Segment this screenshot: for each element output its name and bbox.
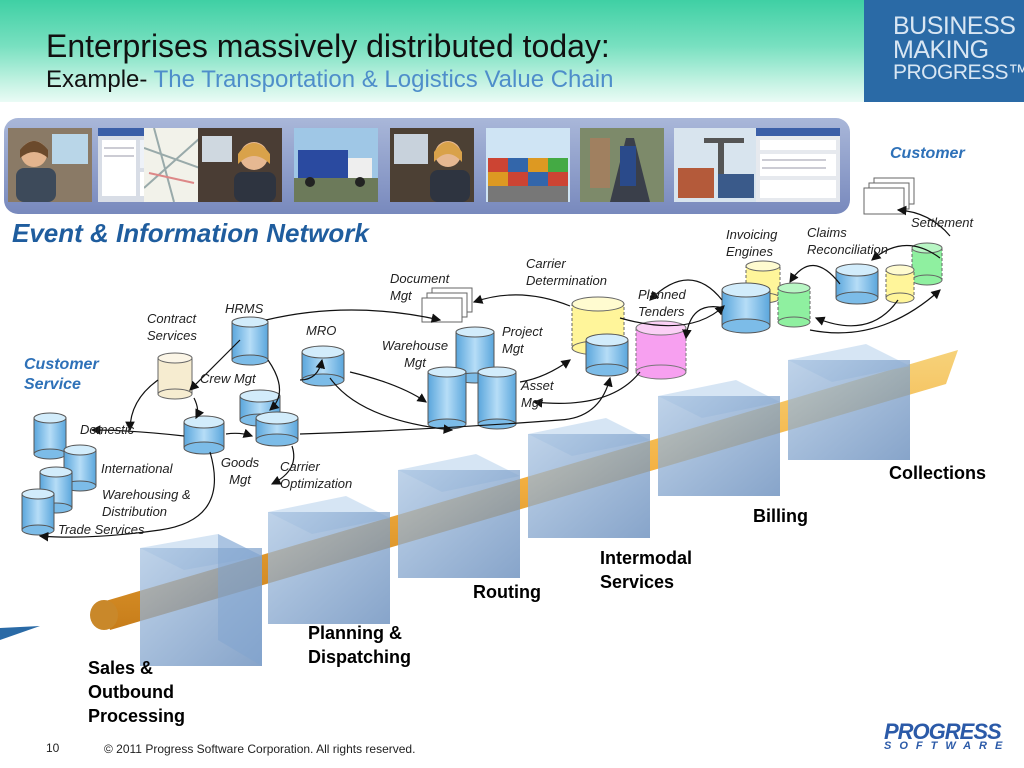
stage-cube-billing: [658, 380, 780, 496]
document-mgt-label: Document Mgt: [390, 271, 450, 303]
carrier-determination-label: Carrier Determination: [526, 256, 607, 288]
cylinder-crew-mgt-2: [255, 411, 299, 447]
cylinder-settlement: [911, 242, 943, 286]
corner-wedge: [0, 626, 40, 640]
settlement-label: Settlement: [911, 215, 974, 230]
stage-planning-label: Planning & Dispatching: [308, 623, 412, 667]
stage-billing-label: Billing: [753, 506, 808, 526]
domestic-label: Domestic: [80, 422, 135, 437]
document-mgt-icon: [421, 287, 473, 323]
page-number: 10: [46, 741, 60, 755]
cylinder-warehouse-1: [427, 366, 467, 430]
mro-label: MRO: [306, 323, 337, 338]
brand-line-3: PROGRESS™: [893, 61, 1024, 84]
stage-intermodal-label: Intermodal Services: [600, 548, 693, 592]
software-screen-photo-2: [756, 128, 840, 202]
freight-train-photo: [580, 128, 664, 202]
international-label: International: [101, 461, 173, 476]
subtitle-rest: The Transportation & Logistics Value Cha…: [153, 66, 614, 93]
cylinder-warehouse-2: [477, 366, 517, 430]
carrier-optimization-label: Carrier Optimization: [280, 459, 353, 491]
container-yard-photo: [674, 128, 758, 202]
invoicing-label: Invoicing Engines: [726, 227, 778, 259]
stage-cube-intermodal: [528, 418, 650, 538]
progress-logo-top: PROGRESS: [884, 719, 1002, 744]
customer-heading: Customer: [890, 145, 965, 162]
cylinder-invoicing-blue: [721, 282, 771, 334]
progress-logo-bottom: SOFTWARE: [884, 740, 1011, 752]
cylinder-trade-services: [21, 488, 55, 536]
stage-collections-label: Collections: [889, 463, 987, 483]
slide-subtitle: Example- The Transportation & Logistics …: [46, 66, 613, 94]
call-center-agent-photo-3: [390, 128, 474, 202]
brand-line-2: MAKING: [893, 36, 989, 64]
customer-service-label: Customer Service: [24, 356, 99, 393]
stage-routing-label: Routing: [473, 582, 541, 602]
cylinder-goods-mgt: [183, 415, 225, 455]
cylinder-carrier-blue: [585, 333, 629, 377]
project-mgt-label: Project Mgt: [502, 324, 543, 356]
cylinder-claims-blue: [835, 263, 879, 305]
copyright: © 2011 Progress Software Corporation. Al…: [104, 742, 416, 756]
cylinder-mro: [301, 345, 345, 387]
truck-photo: [294, 128, 378, 202]
customer-documents-icon: [863, 177, 915, 215]
brand-block: BUSINESS MAKING PROGRESS™: [864, 0, 1024, 102]
stage-cube-sales: [140, 534, 262, 666]
shipping-containers-photo: [486, 128, 570, 202]
cylinder-planned-tenders: [635, 320, 687, 380]
call-center-agent-photo: [8, 128, 92, 202]
network-title: Event & Information Network: [12, 218, 369, 248]
warehousing-label: Warehousing & Distribution: [102, 487, 191, 519]
stage-sales-label: Sales & Outbound Processing: [88, 658, 186, 726]
contract-services-label: Contract Services: [147, 311, 197, 343]
cylinder-contract-services: [157, 352, 193, 400]
subtitle-prefix: Example-: [46, 66, 148, 93]
cylinder-domestic: [33, 412, 67, 460]
hrms-label: HRMS: [225, 301, 264, 316]
cylinder-claims-yellow: [885, 264, 915, 304]
claims-label: Claims Reconciliation: [807, 225, 888, 257]
stage-cube-collections: [788, 344, 910, 460]
event-connections: [38, 205, 951, 542]
asset-mgt-label: Asset Mgt: [521, 378, 554, 410]
map-screen-photo: [144, 128, 200, 202]
cylinder-hrms: [231, 316, 269, 366]
stage-cube-planning: [268, 496, 390, 624]
header-banner: [0, 0, 864, 102]
crew-mgt-label: Crew Mgt: [200, 371, 256, 386]
photo-strip: [4, 118, 850, 214]
stage-cube-routing: [398, 454, 520, 578]
brand-line-1: BUSINESS: [893, 12, 1016, 40]
planned-tenders-label: Planned Tenders: [638, 287, 686, 319]
warehouse-mgt-label: Warehouse Mgt: [381, 338, 449, 370]
slide-title: Enterprises massively distributed today:: [46, 28, 610, 64]
call-center-agent-photo-2: [198, 128, 282, 202]
cylinder-invoicing-green: [777, 282, 811, 328]
trade-services-label: Trade Services: [58, 522, 145, 537]
goods-mgt-label: Goods Mgt: [220, 455, 260, 487]
